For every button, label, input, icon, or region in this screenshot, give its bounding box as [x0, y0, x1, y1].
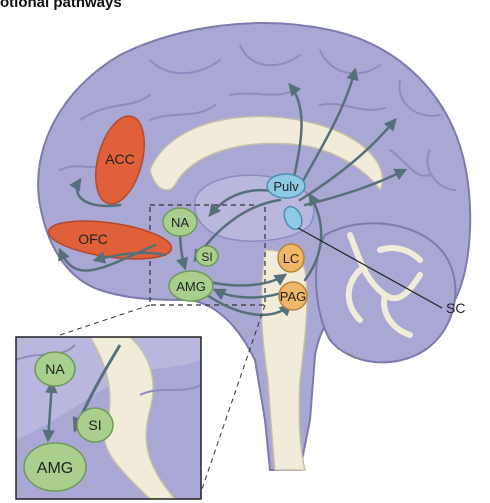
sc-label: SC	[446, 300, 465, 316]
inset-si-label: SI	[88, 417, 101, 433]
pag-label: PAG	[280, 289, 307, 304]
inset-panel: NA SI AMG	[16, 337, 201, 499]
inset-na-label: NA	[45, 361, 65, 377]
si-label: SI	[201, 250, 212, 264]
inset-amg-label: AMG	[37, 460, 73, 477]
acc-label: ACC	[105, 151, 135, 167]
ofc-label: OFC	[78, 231, 108, 247]
pulv-label: Pulv	[273, 179, 299, 194]
amg-label: AMG	[176, 279, 206, 294]
na-label: NA	[171, 215, 189, 230]
lc-label: LC	[283, 251, 300, 266]
inset-connector-left	[60, 305, 150, 335]
inset-connector-right	[200, 305, 265, 495]
